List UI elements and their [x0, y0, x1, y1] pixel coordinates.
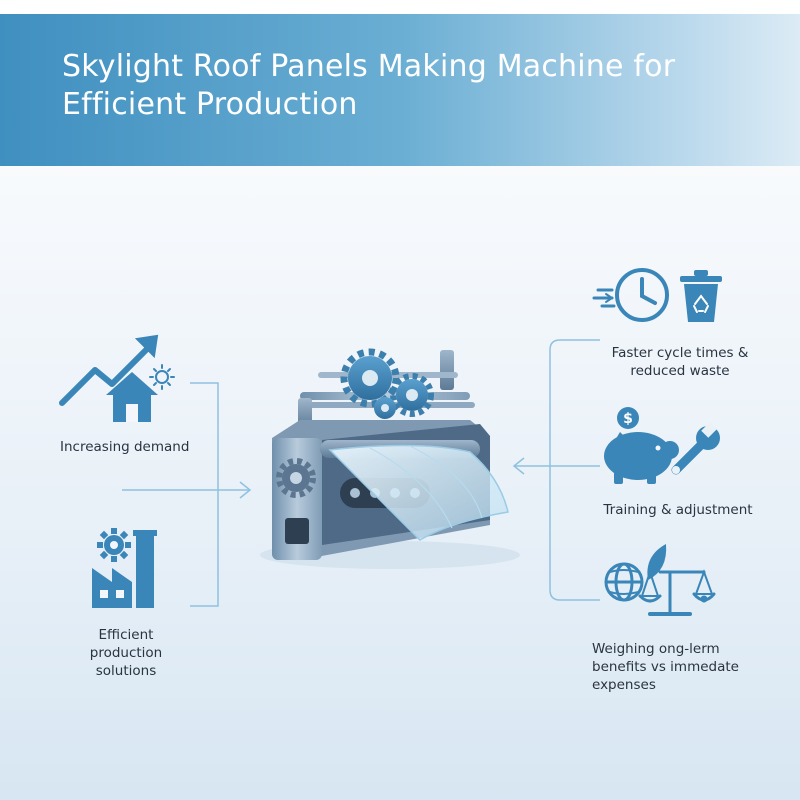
clock-fast-icon — [592, 268, 669, 322]
recycle-bin-icon — [680, 270, 722, 322]
left-arrowhead — [239, 481, 252, 499]
faster-label-line-2: reduced waste — [630, 363, 730, 379]
piggy-bank-icon: $ — [604, 407, 679, 484]
machine-gears — [340, 348, 434, 419]
factory-gear-icon — [97, 528, 131, 562]
left-connectors — [122, 382, 252, 607]
page-title: Skylight Roof Panels Making Machine for … — [62, 48, 742, 124]
header-banner — [0, 14, 800, 166]
money-symbol: $ — [623, 411, 633, 427]
faster-label-line-1: Faster cycle times & — [611, 345, 749, 361]
efficient-label-line-3: solutions — [95, 663, 157, 679]
wrench-icon — [671, 422, 720, 475]
right-connectors — [512, 339, 600, 601]
efficient-label-line-1: Efficient — [98, 627, 154, 643]
faster-cycle-label: Faster cycle times & reduced waste — [580, 344, 780, 380]
weighing-label-line-3: expenses — [592, 677, 656, 693]
balance-scale-icon — [638, 568, 716, 616]
title-line-2: Efficient Production — [62, 87, 358, 122]
growth-house-icon — [59, 334, 175, 422]
right-arrowhead — [512, 457, 525, 475]
increasing-demand-label: Increasing demand — [60, 439, 190, 455]
left-bracket-line — [190, 382, 219, 607]
machine-side-gear-icon — [276, 458, 316, 498]
weighing-benefits-label: Weighing ong-lerm benefits vs immedate e… — [592, 640, 792, 694]
weighing-label-line-2: benefits vs immedate — [592, 659, 739, 675]
factory-icon — [92, 528, 157, 608]
efficient-label-line-2: production — [89, 645, 163, 661]
weighing-label-line-1: Weighing ong-lerm — [592, 641, 720, 657]
title-line-1: Skylight Roof Panels Making Machine for — [62, 49, 676, 84]
training-adjustment-label: Training & adjustment — [603, 502, 753, 518]
panel-machine-illustration — [260, 348, 520, 569]
efficient-production-label: Efficient production solutions — [66, 626, 186, 680]
globe-leaf-icon — [604, 544, 667, 602]
right-bracket-line — [549, 339, 600, 601]
